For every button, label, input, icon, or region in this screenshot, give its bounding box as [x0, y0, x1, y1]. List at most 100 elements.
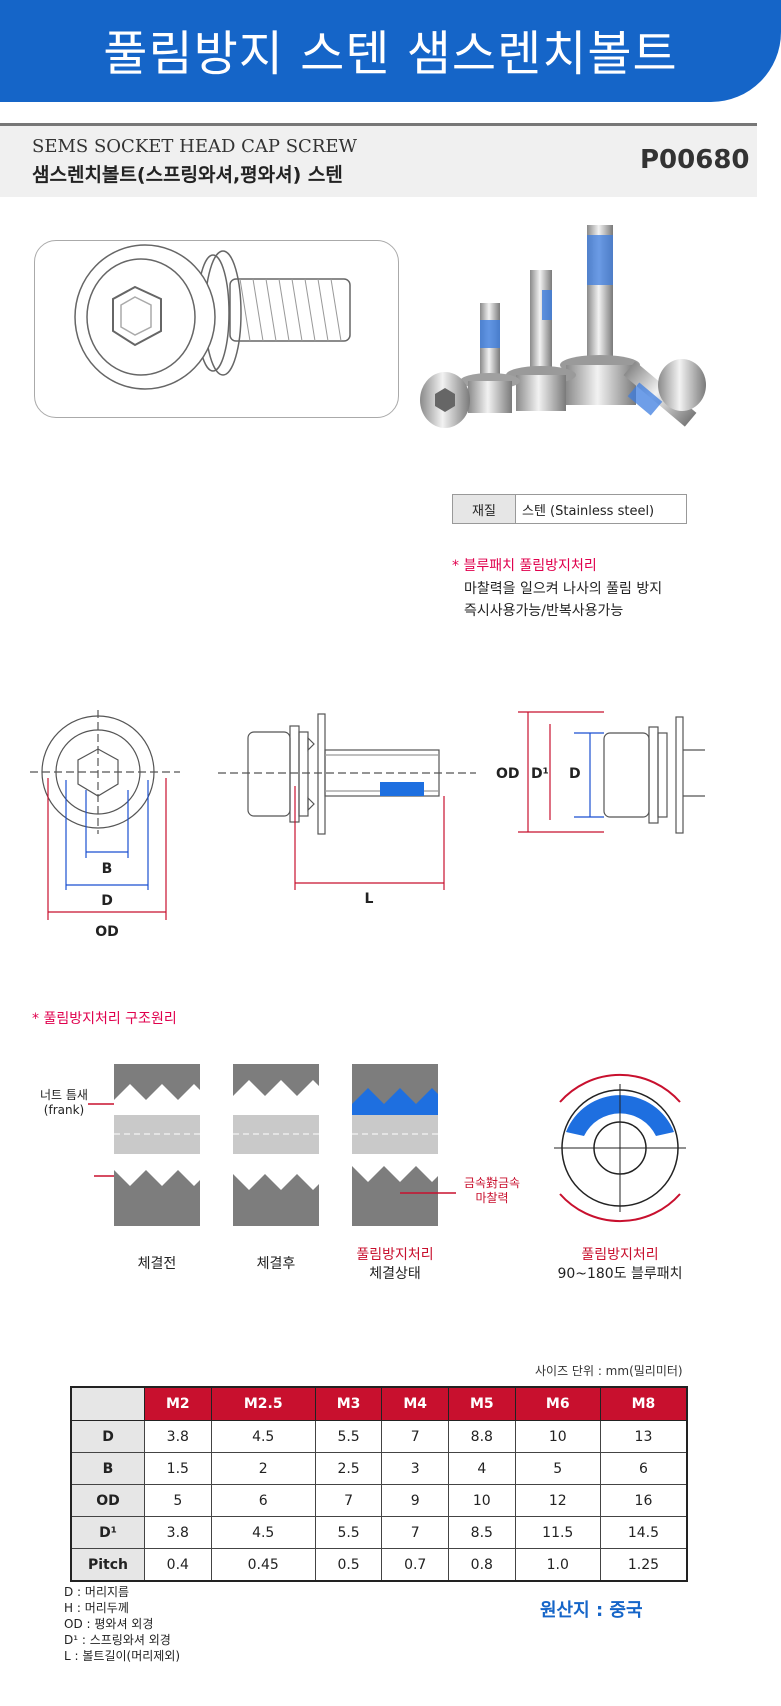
table-row: OD 5 6 7 9 10 12 16: [70, 1484, 688, 1517]
spec-row-label: Pitch: [70, 1548, 145, 1582]
material-label: 재질: [452, 494, 516, 524]
spec-cell: 0.8: [448, 1548, 516, 1582]
country-of-origin: 원산지 : 중국: [540, 1600, 643, 1621]
spec-cell: 2: [210, 1452, 316, 1485]
metal-friction-label: 금속對금속: [464, 1176, 520, 1190]
caption-treated-title: 풀림방지처리: [356, 1247, 433, 1263]
spec-cell: 7: [381, 1420, 449, 1453]
metal-friction-label: 마찰력: [475, 1191, 508, 1205]
table-row: B 1.5 2 2.5 3 4 5 6: [70, 1452, 688, 1485]
spec-cell: 5: [514, 1452, 601, 1485]
spec-cell: 12: [514, 1484, 601, 1517]
caption-patch-title: 풀림방지처리: [581, 1247, 658, 1263]
spec-table: M2 M2.5 M3 M4 M5 M6 M8 D 3.8 4.5 5.5 7 8…: [70, 1386, 688, 1582]
spec-row-label: OD: [70, 1484, 145, 1517]
spec-cell: 0.5: [314, 1548, 383, 1582]
legend-item: OD : 평와셔 외경: [64, 1617, 154, 1631]
spec-cell: 0.7: [381, 1548, 449, 1582]
spec-cell: 6: [210, 1484, 316, 1517]
dim-label-d1: D¹: [531, 766, 549, 782]
gap-label: 너트 틈새: [40, 1088, 88, 1102]
spec-size-header: M6: [514, 1386, 601, 1421]
spec-cell: 8.5: [448, 1516, 516, 1549]
spec-row-label: D¹: [70, 1516, 145, 1549]
legend-item: D¹ : 스프링와셔 외경: [64, 1633, 171, 1647]
spec-cell: 5: [144, 1484, 212, 1517]
spec-size-header: M2.5: [210, 1386, 316, 1421]
spec-header-row: M2 M2.5 M3 M4 M5 M6 M8: [70, 1386, 688, 1421]
dimension-legend: D : 머리지름 H : 머리두께 OD : 평와셔 외경 D¹ : 스프링와셔…: [64, 1584, 180, 1664]
spec-size-header: M3: [314, 1386, 383, 1421]
spec-cell: 6: [599, 1452, 688, 1485]
dim-label-d: D: [101, 893, 113, 909]
product-photo: [420, 225, 706, 428]
principle-diagram: 너트 틈새 (frank) 금속對금속 마찰력 체결전 체결후 풀림방지처리 체…: [40, 1064, 686, 1282]
spec-cell: 11.5: [514, 1516, 601, 1549]
spec-size-header: M5: [448, 1386, 516, 1421]
note-line: 마찰력을 일으켜 나사의 풀림 방지: [464, 581, 663, 597]
bolt-sketch-frame: [34, 240, 399, 418]
material-table: 재질 스텐 (Stainless steel): [452, 494, 687, 524]
table-row: Pitch 0.4 0.45 0.5 0.7 0.8 1.0 1.25: [70, 1548, 688, 1582]
spec-cell: 3.8: [144, 1420, 212, 1453]
product-korean-name: 샘스렌치볼트(스프링와셔,평와셔) 스텐: [32, 164, 343, 186]
caption-after: 체결후: [257, 1256, 296, 1272]
header-divider: [0, 123, 757, 126]
gap-label: (frank): [44, 1103, 84, 1117]
material-value: 스텐 (Stainless steel): [515, 494, 687, 524]
caption-patch-range: 90~180도 블루패치: [557, 1266, 682, 1282]
spec-cell: 8.8: [448, 1420, 516, 1453]
spec-corner-cell: [70, 1386, 145, 1421]
table-row: D¹ 3.8 4.5 5.5 7 8.5 11.5 14.5: [70, 1516, 688, 1549]
spec-cell: 4: [448, 1452, 516, 1485]
spec-row-label: D: [70, 1420, 145, 1453]
caption-treated-state: 체결상태: [369, 1266, 421, 1282]
dim-label-od-side: OD: [496, 766, 520, 782]
spec-cell: 9: [381, 1484, 449, 1517]
spec-cell: 5.5: [314, 1516, 383, 1549]
caption-before: 체결전: [138, 1256, 177, 1272]
legend-item: H : 머리두께: [64, 1601, 129, 1615]
product-english-name: SEMS SOCKET HEAD CAP SCREW: [32, 136, 358, 157]
dim-label-l: L: [365, 891, 374, 907]
note-title: * 블루패치 풀림방지처리: [452, 558, 597, 574]
title-banner: [0, 0, 781, 102]
spec-cell: 10: [448, 1484, 516, 1517]
spec-cell: 4.5: [210, 1516, 316, 1549]
note-line: 즉시사용가능/반복사용가능: [464, 603, 624, 619]
bolt-sketch: [74, 244, 351, 390]
spec-size-header: M4: [381, 1386, 449, 1421]
spec-cell: 14.5: [599, 1516, 688, 1549]
spec-size-header: M2: [144, 1386, 212, 1421]
spec-cell: 7: [314, 1484, 383, 1517]
spec-cell: 1.25: [599, 1548, 688, 1582]
spec-cell: 16: [599, 1484, 688, 1517]
spec-cell: 10: [514, 1420, 601, 1453]
legend-item: L : 볼트길이(머리제외): [64, 1649, 181, 1663]
product-header: [0, 126, 757, 197]
spec-cell: 5.5: [314, 1420, 383, 1453]
spec-cell: 1.5: [144, 1452, 212, 1485]
dimension-drawing: B D OD L OD D¹ D: [30, 710, 705, 940]
spec-cell: 4.5: [210, 1420, 316, 1453]
blue-patch-marker: [380, 782, 424, 796]
principle-title: * 풀림방지처리 구조원리: [32, 1011, 177, 1027]
table-row: D 3.8 4.5 5.5 7 8.8 10 13: [70, 1420, 688, 1453]
dim-label-d-side: D: [569, 766, 581, 782]
dim-label-b: B: [102, 861, 113, 877]
spec-row-label: B: [70, 1452, 145, 1485]
spec-cell: 0.45: [210, 1548, 316, 1582]
unit-note: 사이즈 단위 : mm(밀리미터): [535, 1364, 683, 1378]
spec-cell: 13: [599, 1420, 688, 1453]
banner-title: 풀림방지 스텐 샘스렌치볼트: [103, 26, 678, 82]
spec-cell: 3: [381, 1452, 449, 1485]
dim-label-od: OD: [95, 924, 119, 940]
product-code: P00680: [640, 145, 750, 175]
spec-cell: 2.5: [314, 1452, 383, 1485]
legend-item: D : 머리지름: [64, 1585, 130, 1599]
spec-size-header: M8: [599, 1386, 688, 1421]
spec-cell: 3.8: [144, 1516, 212, 1549]
spec-cell: 7: [381, 1516, 449, 1549]
spec-cell: 1.0: [514, 1548, 601, 1582]
spec-cell: 0.4: [144, 1548, 212, 1582]
